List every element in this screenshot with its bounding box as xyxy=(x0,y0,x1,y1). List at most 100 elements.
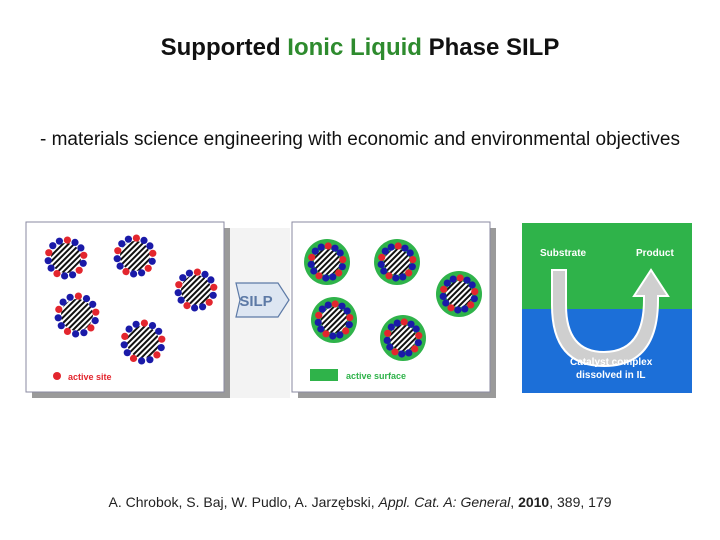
legend-active-surface: active surface xyxy=(346,371,406,381)
ligand-dot xyxy=(470,295,478,303)
ligand-dot xyxy=(338,302,346,310)
catalyst-line-1: Catalyst complex xyxy=(570,357,653,368)
left-panel: active site xyxy=(25,221,230,398)
active-site-dot xyxy=(394,242,402,250)
ligand-dot xyxy=(407,320,415,328)
ligand-dot xyxy=(185,269,193,277)
active-site-dot xyxy=(75,266,83,274)
active-site-dot xyxy=(467,301,475,309)
active-site-dot xyxy=(87,324,95,332)
ligand-dot xyxy=(412,325,420,333)
ligand-dot xyxy=(77,244,85,252)
ligand-dot xyxy=(343,307,351,315)
active-site-dot xyxy=(385,272,393,280)
citation-year: 2010 xyxy=(518,494,550,510)
ligand-dot xyxy=(324,301,332,309)
ligand-dot xyxy=(59,298,67,306)
support-particle xyxy=(127,326,159,358)
ligand-dot xyxy=(177,296,185,304)
support-particle xyxy=(390,325,416,351)
ligand-dot xyxy=(331,244,339,252)
ligand-dot xyxy=(66,293,74,301)
active-site-dot xyxy=(132,234,140,242)
legend-red-dot xyxy=(53,372,61,380)
title-part-1: Supported xyxy=(160,34,288,61)
support-particle xyxy=(181,275,211,305)
active-site-dot xyxy=(342,327,350,335)
active-site-dot xyxy=(400,318,408,326)
ligand-dot xyxy=(148,257,156,265)
ligand-dot xyxy=(405,349,413,357)
right-particles xyxy=(304,239,482,361)
active-site-dot xyxy=(339,256,347,264)
ligand-dot xyxy=(130,270,138,278)
ligand-dot xyxy=(138,357,146,365)
ligand-dot xyxy=(345,321,353,329)
ligand-dot xyxy=(72,330,80,338)
active-site-dot xyxy=(378,253,386,261)
active-site-dot xyxy=(324,242,332,250)
ligand-dot xyxy=(71,238,79,246)
ligand-dot xyxy=(329,332,337,340)
ligand-dot xyxy=(401,244,409,252)
ligand-dot xyxy=(329,273,337,281)
active-site-dot xyxy=(45,249,53,257)
citation: A. Chrobok, S. Baj, W. Pudlo, A. Jarzębs… xyxy=(0,494,720,510)
ligand-dot xyxy=(387,243,395,251)
title-part-2: Phase SILP xyxy=(421,34,560,61)
active-site-dot xyxy=(210,283,218,291)
ligand-dot xyxy=(146,356,154,364)
active-site-dot xyxy=(144,264,152,272)
active-site-dot xyxy=(205,298,213,306)
left-particles xyxy=(44,234,218,365)
title-highlight: Ionic Liquid xyxy=(287,34,422,61)
ligand-dot xyxy=(322,274,330,282)
active-site-dot xyxy=(114,247,122,255)
active-site-dot xyxy=(158,335,166,343)
ligand-dot xyxy=(383,336,391,344)
active-site-dot xyxy=(456,274,464,282)
legend-active-site: active site xyxy=(68,372,112,382)
arrow-label: SILP xyxy=(239,293,272,310)
ligand-dot xyxy=(387,323,395,331)
active-site-dot xyxy=(74,292,82,300)
u-arrow xyxy=(551,268,670,368)
active-site-dot xyxy=(335,269,343,277)
ligand-dot xyxy=(54,314,62,322)
ligand-dot xyxy=(310,267,318,275)
ligand-dot xyxy=(377,260,385,268)
ligand-dot xyxy=(443,279,451,287)
ligand-dot xyxy=(148,322,157,330)
ligand-dot xyxy=(380,267,388,275)
right-panel: active surface xyxy=(291,221,496,398)
active-site-dot xyxy=(121,332,129,340)
ligand-dot xyxy=(55,237,64,245)
ligand-dot xyxy=(61,272,69,280)
active-site-dot xyxy=(405,269,413,277)
ligand-dot xyxy=(406,249,414,257)
active-site-dot xyxy=(346,314,354,322)
active-site-dot xyxy=(411,345,419,353)
ligand-dot xyxy=(307,260,315,268)
ligand-dot xyxy=(79,259,87,267)
active-site-dot xyxy=(149,249,157,257)
ligand-dot xyxy=(461,305,469,313)
substrate-label: Substrate xyxy=(540,248,587,259)
ligand-dot xyxy=(336,331,344,339)
ligand-dot xyxy=(408,263,416,271)
ligand-dot xyxy=(317,243,325,251)
active-site-dot xyxy=(447,304,455,312)
citation-journal: Appl. Cat. A: General xyxy=(378,494,511,510)
legend-green-swatch xyxy=(310,369,338,381)
ligand-dot xyxy=(442,299,450,307)
ligand-dot xyxy=(201,270,209,278)
active-site-dot xyxy=(415,332,423,340)
active-site-dot xyxy=(92,308,100,316)
ligand-dot xyxy=(116,262,124,270)
active-site-dot xyxy=(175,281,183,289)
ligand-dot xyxy=(439,292,447,300)
active-site-dot xyxy=(308,253,316,261)
ligand-dot xyxy=(338,263,346,271)
support-particle xyxy=(51,243,81,273)
ligand-dot xyxy=(132,320,140,328)
